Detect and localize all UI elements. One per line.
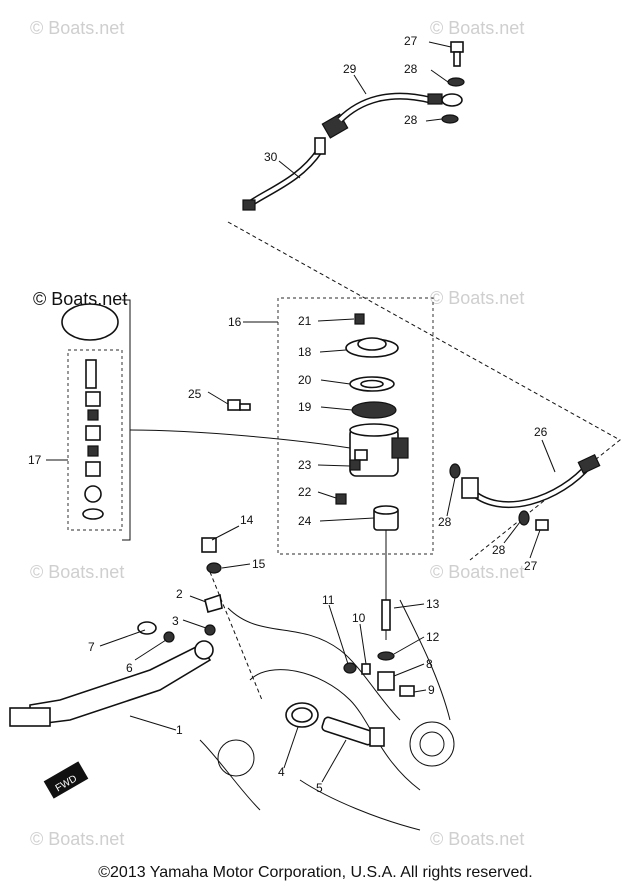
label-26: 26 xyxy=(534,425,548,439)
label-1: 1 xyxy=(176,723,183,737)
watermark-overlay: © Boats.net xyxy=(33,289,127,309)
label-13: 13 xyxy=(426,597,440,611)
label-8: 8 xyxy=(426,657,433,671)
reservoir-plate xyxy=(351,401,397,419)
watermark-mid-right: © Boats.net xyxy=(430,288,524,308)
label-19: 19 xyxy=(298,400,312,414)
union-bolt-top xyxy=(441,41,465,124)
frame-outline xyxy=(199,599,455,831)
watermark-mid-left: © Boats.net xyxy=(30,562,124,582)
reservoir-cap-screw xyxy=(354,313,365,325)
brake-hose-upper xyxy=(242,92,463,211)
label-12: 12 xyxy=(426,630,440,644)
label-2: 2 xyxy=(176,587,183,601)
label-21: 21 xyxy=(298,314,312,328)
push-rod xyxy=(377,530,395,691)
watermark-bottom-right: © Boats.net xyxy=(430,829,524,849)
reservoir-cap xyxy=(345,337,399,358)
reservoir-group-frame xyxy=(277,297,434,555)
label-7: 7 xyxy=(88,640,95,654)
label-22: 22 xyxy=(298,485,312,499)
reservoir-diaphragm xyxy=(349,376,395,392)
brake-shaft xyxy=(321,716,385,747)
label-3: 3 xyxy=(172,614,179,628)
label-10: 10 xyxy=(352,611,366,625)
watermark-lower-right: © Boats.net xyxy=(430,562,524,582)
bolt-14 xyxy=(201,537,222,574)
label-28d: 28 xyxy=(492,543,506,557)
label-18: 18 xyxy=(298,345,312,359)
watermark-bottom-left: © Boats.net xyxy=(30,829,124,849)
clevis-parts xyxy=(343,662,415,697)
callout-labels: 27 28 28 29 30 16 21 18 20 19 25 23 22 2… xyxy=(28,34,548,795)
label-16: 16 xyxy=(228,315,242,329)
return-spring xyxy=(285,702,319,728)
label-9: 9 xyxy=(428,683,435,697)
rear-brake-parts-diagram: © Boats.net © Boats.net © Boats.net © Bo… xyxy=(9,18,621,849)
copyright-notice: ©2013 Yamaha Motor Corporation, U.S.A. A… xyxy=(98,864,533,881)
label-24: 24 xyxy=(298,514,312,528)
label-30: 30 xyxy=(264,150,278,164)
label-28a: 28 xyxy=(404,62,418,76)
label-23: 23 xyxy=(298,458,312,472)
label-14: 14 xyxy=(240,513,254,527)
label-27a: 27 xyxy=(404,34,418,48)
brake-hose-lower xyxy=(449,453,601,531)
master-cylinder-body xyxy=(349,423,409,477)
label-6: 6 xyxy=(126,661,133,675)
watermark-top-left: © Boats.net xyxy=(30,18,124,38)
label-20: 20 xyxy=(298,373,312,387)
brake-pedal xyxy=(9,640,214,727)
bleeder-screws xyxy=(335,459,361,505)
label-17: 17 xyxy=(28,453,42,467)
pedal-bolt xyxy=(204,593,223,613)
label-29: 29 xyxy=(343,62,357,76)
reference-line-bolt xyxy=(209,571,263,701)
label-4: 4 xyxy=(278,765,285,779)
label-27b: 27 xyxy=(524,559,538,573)
master-cylinder-boot xyxy=(373,505,399,531)
piston-kit-group xyxy=(61,299,351,541)
label-25: 25 xyxy=(188,387,202,401)
union-bolt-25 xyxy=(227,399,251,411)
forward-direction-marker: FWD xyxy=(43,761,89,799)
label-28c: 28 xyxy=(438,515,452,529)
pedal-washers xyxy=(137,621,216,643)
label-11: 11 xyxy=(322,593,335,607)
label-5: 5 xyxy=(316,781,323,795)
label-28b: 28 xyxy=(404,113,418,127)
reference-line-hose xyxy=(227,221,621,561)
watermark-top-right: © Boats.net xyxy=(430,18,524,38)
leader-lines xyxy=(46,41,556,783)
label-15: 15 xyxy=(252,557,266,571)
